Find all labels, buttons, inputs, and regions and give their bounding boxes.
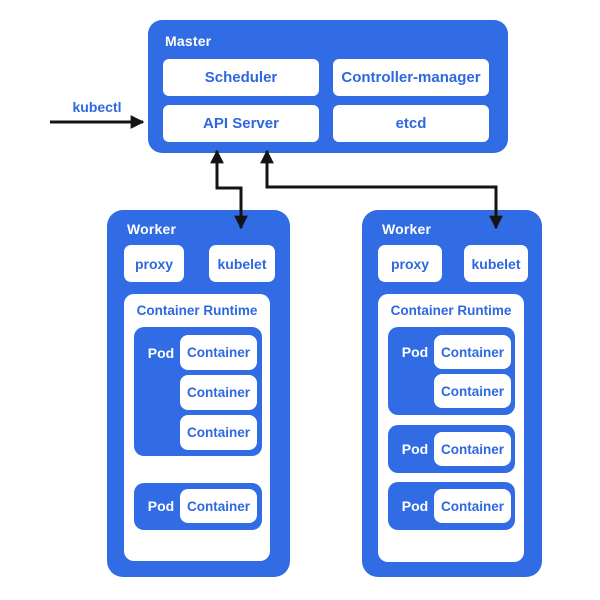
container-box: Container: [434, 432, 511, 466]
api-server-box: API Server: [163, 105, 319, 142]
pod-label: Pod: [401, 441, 429, 457]
worker2-container-runtime-title: Container Runtime: [390, 303, 512, 318]
container-box: Container: [434, 374, 511, 408]
master-title: Master: [165, 33, 212, 49]
container-box: Container: [434, 489, 511, 523]
worker1-container-runtime-title: Container Runtime: [136, 303, 258, 318]
container-box: Container: [180, 375, 257, 410]
worker1-container-runtime-box: Container Runtime Pod Container Containe…: [124, 294, 270, 561]
worker-node-1: Worker proxy kubelet Container Runtime P…: [107, 210, 290, 577]
pod-label: Pod: [401, 498, 429, 514]
container-box: Container: [180, 415, 257, 450]
kubectl-label: kubectl: [72, 99, 122, 115]
worker1-title: Worker: [127, 221, 177, 237]
worker2-pod-3: Pod Container: [388, 482, 515, 530]
controller-manager-box: Controller-manager: [333, 59, 489, 96]
worker1-proxy-box: proxy: [124, 245, 184, 282]
worker1-pod-1: Pod Container Container Container: [134, 327, 262, 456]
etcd-box: etcd: [333, 105, 489, 142]
container-box: Container: [180, 489, 257, 523]
pod-label: Pod: [147, 498, 175, 514]
master-node: Master Scheduler Controller-manager API …: [148, 20, 508, 153]
pod-label: Pod: [147, 344, 175, 361]
worker2-pod-1: Pod Container Container: [388, 327, 515, 415]
worker2-pod-2: Pod Container: [388, 425, 515, 473]
worker2-container-runtime-box: Container Runtime Pod Container Containe…: [378, 294, 524, 562]
pod-label: Pod: [401, 344, 429, 360]
worker2-proxy-box: proxy: [378, 245, 442, 282]
worker1-kubelet-box: kubelet: [209, 245, 275, 282]
container-box: Container: [434, 335, 511, 369]
container-box: Container: [180, 335, 257, 370]
worker2-kubelet-box: kubelet: [464, 245, 528, 282]
worker-node-2: Worker proxy kubelet Container Runtime P…: [362, 210, 542, 577]
worker2-title: Worker: [382, 221, 432, 237]
worker1-pod-2: Pod Container: [134, 483, 262, 530]
scheduler-box: Scheduler: [163, 59, 319, 96]
